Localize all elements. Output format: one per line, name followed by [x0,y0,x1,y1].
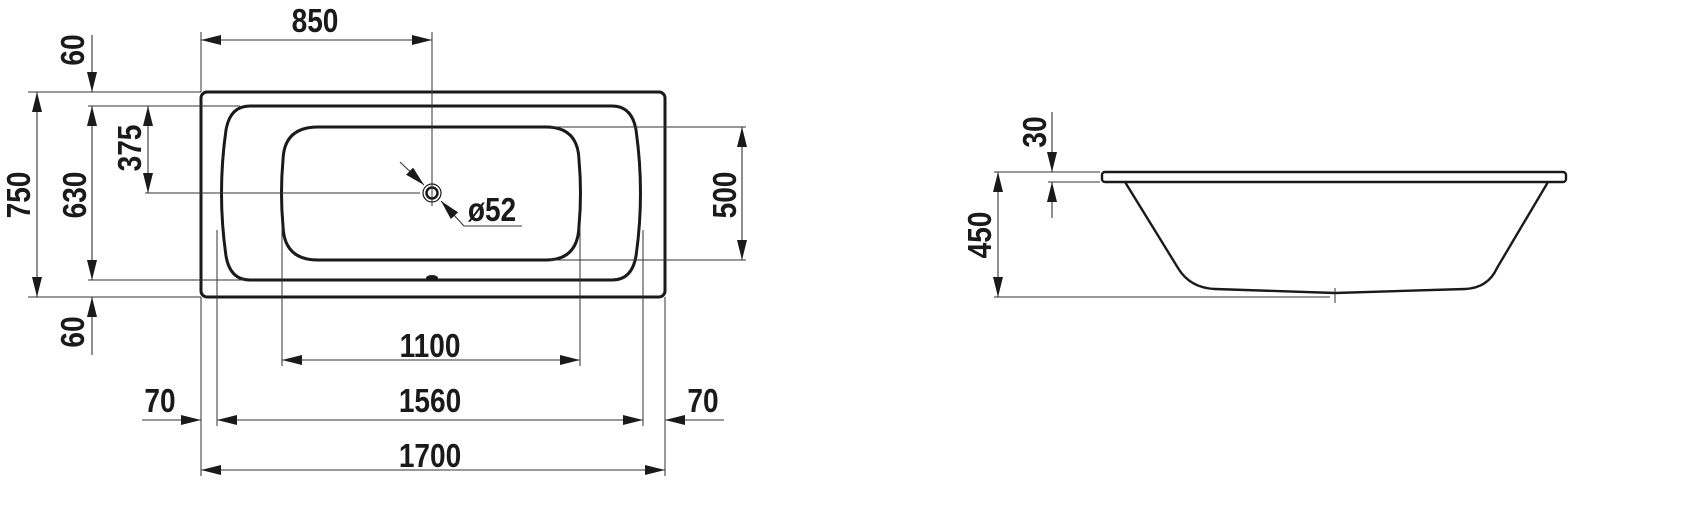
overflow-icon [426,275,438,281]
label-630: 630 [57,172,94,219]
label-375: 375 [112,125,149,172]
side-view: 30 450 [962,112,1568,303]
extension-lines [28,32,746,476]
tub-basin-floor [280,125,582,262]
tub-inner-rim [220,104,642,282]
label-1700: 1700 [399,438,461,475]
label-60-bottom: 60 [55,316,92,347]
label-30: 30 [1017,116,1054,147]
top-view: 850 60 750 630 375 60 500 1100 1560 70 7… [1,3,747,476]
drain-icon [422,180,442,206]
label-diameter-52: ø52 [468,192,516,229]
label-850: 850 [292,3,339,40]
label-750: 750 [1,172,38,219]
tub-outer-rim [199,90,667,299]
label-450: 450 [962,212,999,259]
label-70-right: 70 [687,383,718,420]
dim-line-52-b [440,200,522,227]
dim-line-52-a [399,161,425,186]
label-60-top: 60 [55,34,92,65]
label-1560: 1560 [399,383,461,420]
label-70-left: 70 [144,383,175,420]
label-500: 500 [707,172,744,219]
label-1100: 1100 [400,328,461,365]
side-basin [1123,181,1550,295]
side-rim [1100,170,1568,184]
